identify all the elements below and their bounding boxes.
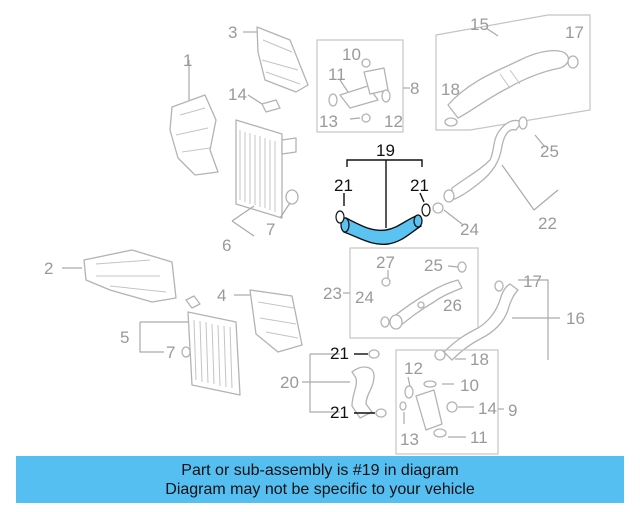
part-3-air-guide <box>243 26 309 93</box>
box-23-group <box>343 247 479 339</box>
callout-14-top: 14 <box>228 85 247 104</box>
callout-13-top: 13 <box>319 112 338 131</box>
callout-17-top: 17 <box>565 23 584 42</box>
part-4-air-guide <box>234 289 303 353</box>
callout-25-bottom: 25 <box>424 256 443 275</box>
part-19-hose <box>335 159 431 246</box>
callout-18-bottom: 18 <box>470 350 489 369</box>
box-8-group <box>316 39 410 133</box>
callout-27: 27 <box>376 253 395 272</box>
part-14-clip <box>247 94 281 113</box>
callout-12-top: 12 <box>384 112 403 131</box>
callout-14-bottom: 14 <box>478 399 497 418</box>
callout-25-top: 25 <box>540 142 559 161</box>
part-2-air-duct <box>62 249 177 303</box>
callout-19: 19 <box>376 141 395 160</box>
callout-21-lower-top: 21 <box>330 344 349 363</box>
callout-23: 23 <box>323 284 342 303</box>
part-16-pipe <box>434 279 560 361</box>
part-6-intercooler <box>139 295 241 396</box>
callout-21-left: 21 <box>334 176 353 195</box>
callout-12-bottom: 12 <box>404 359 423 378</box>
callout-3: 3 <box>228 23 237 42</box>
callout-26: 26 <box>443 296 462 315</box>
part-5-intercooler <box>231 119 299 237</box>
info-line-1: Part or sub-assembly is #19 in diagram <box>181 461 459 479</box>
callout-11-top: 11 <box>328 65 346 84</box>
callout-15: 15 <box>470 15 489 34</box>
callout-18-top: 18 <box>441 80 460 99</box>
part-22-pipe <box>432 116 559 225</box>
callout-24-top: 24 <box>460 220 479 239</box>
callout-17-bottom: 17 <box>523 272 542 291</box>
info-line-2: Diagram may not be specific to your vehi… <box>165 480 475 498</box>
callout-11-bottom: 11 <box>470 428 488 447</box>
box-9-group <box>395 349 504 455</box>
callout-16: 16 <box>566 309 585 328</box>
parts-diagram: 1 3 14 6 7 10 11 8 13 12 <box>44 14 591 455</box>
callout-8: 8 <box>410 79 419 98</box>
part-1-air-duct <box>169 60 219 176</box>
callout-10-bottom: 10 <box>460 376 479 395</box>
callout-13-bottom: 13 <box>400 430 419 449</box>
callout-24-bottom: 24 <box>355 288 374 307</box>
callout-10-top: 10 <box>342 45 361 64</box>
info-banner: Part or sub-assembly is #19 in diagram D… <box>16 456 624 503</box>
callout-9: 9 <box>508 401 517 420</box>
callout-20: 20 <box>280 373 299 392</box>
callout-6: 5 <box>120 328 129 347</box>
callout-21-lower-bottom: 21 <box>330 403 349 422</box>
callout-7-bottom: 7 <box>166 343 175 362</box>
callout-21-right: 21 <box>410 176 429 195</box>
part-20-hose <box>302 349 387 419</box>
callout-22: 22 <box>538 214 557 233</box>
callout-7-top: 7 <box>266 220 275 239</box>
callout-5: 6 <box>222 236 231 255</box>
callout-2: 2 <box>44 259 53 278</box>
box-15-group <box>435 14 591 131</box>
callout-1: 1 <box>183 51 192 70</box>
callout-4: 4 <box>217 286 226 305</box>
